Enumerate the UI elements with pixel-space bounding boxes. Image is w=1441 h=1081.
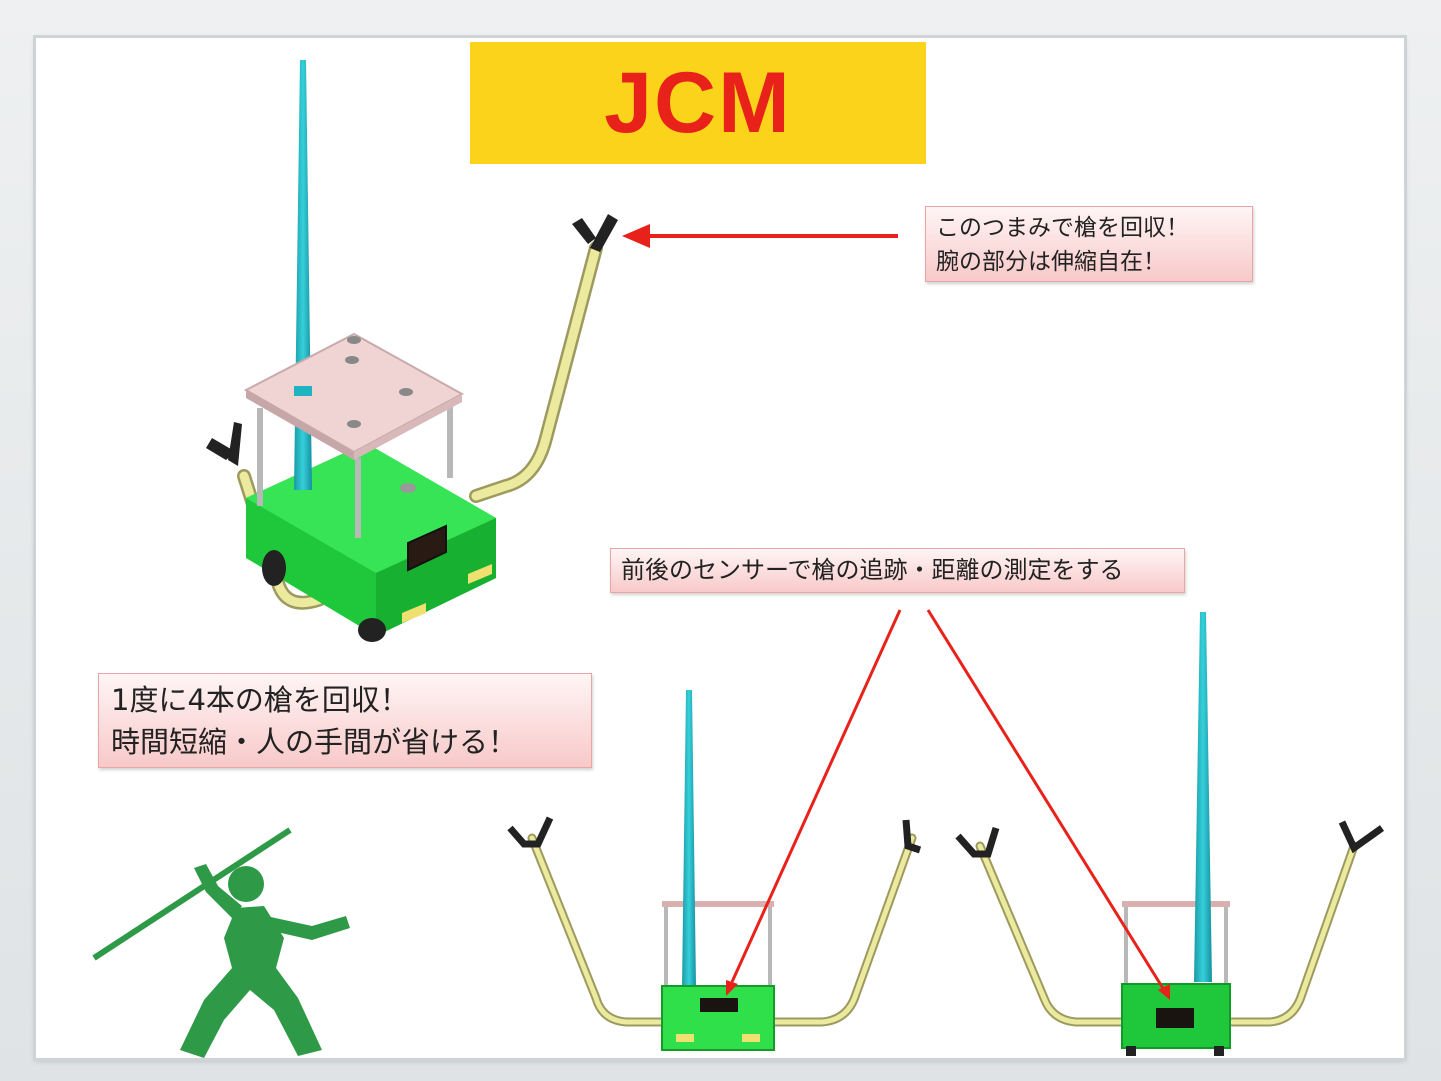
diagram-art [92, 60, 1385, 1058]
arrow-to-gripper [622, 224, 898, 248]
arm-callout-line-2: 腕の部分は伸縮自在！ [936, 249, 1166, 275]
sensor-callout-text: 前後のセンサーで槍の追跡・距離の測定をする [621, 556, 1124, 584]
robot-front-view [507, 690, 922, 1051]
sensor-callout: 前後のセンサーで槍の追跡・距離の測定をする [610, 548, 1185, 593]
javelin-thrower-pictogram [92, 827, 350, 1058]
capacity-callout-line-2: 時間短縮・人の手間が省ける！ [111, 725, 518, 759]
sensor-pointer-lines [726, 609, 1170, 1000]
capacity-callout-line-1: 1度に4本の槍を回収！ [111, 683, 409, 717]
arm-callout-line-1: このつまみで槍を回収！ [936, 215, 1189, 241]
robot-back-view [955, 612, 1385, 1056]
robot-3d-view [206, 60, 618, 642]
slide-title: JCM [604, 54, 792, 151]
title-banner: JCM [470, 42, 926, 164]
slide-panel: JCM [36, 38, 1404, 1058]
arm-callout: このつまみで槍を回収！ 腕の部分は伸縮自在！ [925, 206, 1253, 282]
capacity-callout: 1度に4本の槍を回収！ 時間短縮・人の手間が省ける！ [98, 673, 592, 768]
